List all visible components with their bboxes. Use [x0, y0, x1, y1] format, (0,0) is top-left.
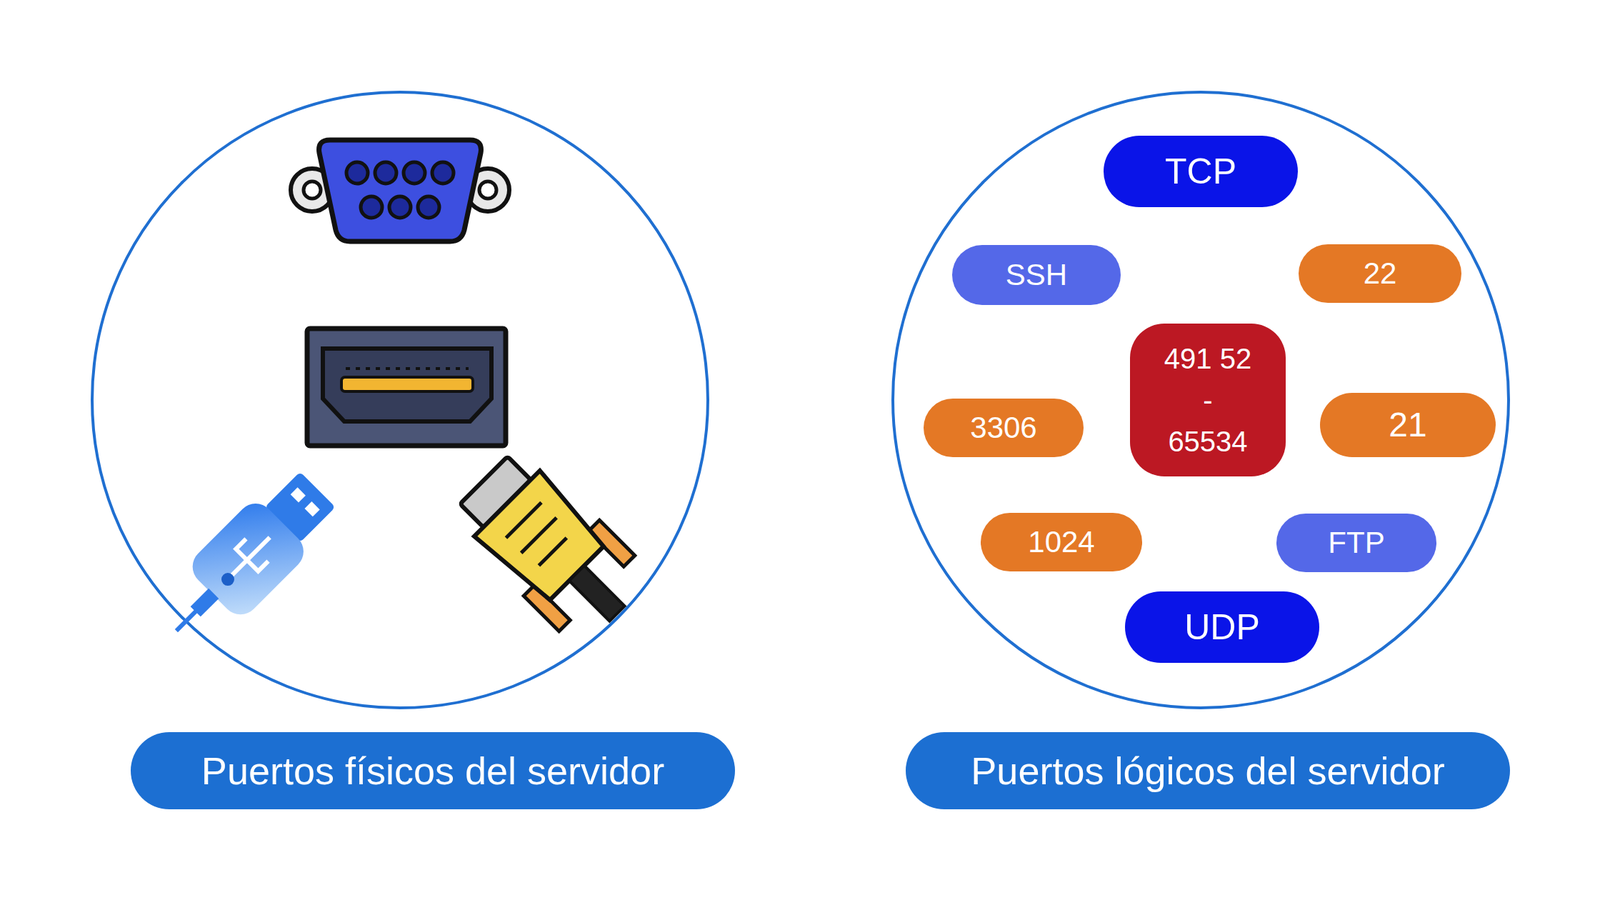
service-pill: FTP	[1276, 513, 1437, 573]
node-label: 1024	[1027, 524, 1095, 560]
service-pill: SSH	[952, 245, 1121, 305]
node-label: 491 52 - 65534	[1162, 337, 1254, 463]
port-number-pill: 22	[1298, 244, 1462, 303]
group-circle	[892, 92, 1509, 708]
node-label: Puertos lógicos del servidor	[970, 747, 1445, 795]
node-label: TCP	[1165, 150, 1237, 193]
caption-pill: Puertos lógicos del servidor	[905, 732, 1510, 810]
port-range-box: 491 52 - 65534	[1130, 323, 1286, 477]
vga-plug-icon	[445, 442, 655, 652]
node-label: FTP	[1327, 525, 1385, 561]
port-number-pill: 3306	[923, 398, 1084, 458]
node-label: 21	[1388, 404, 1427, 446]
port-number-pill: 1024	[980, 512, 1143, 572]
group-circle	[92, 92, 708, 708]
hdmi-port-icon	[307, 328, 506, 446]
node-label: UDP	[1184, 605, 1260, 649]
usb-icon	[148, 461, 346, 659]
protocol-pill: UDP	[1125, 591, 1320, 663]
node-label: Puertos físicos del servidor	[201, 747, 665, 795]
node-label: SSH	[1005, 257, 1068, 293]
node-label: 22	[1363, 255, 1398, 292]
node-label: 3306	[970, 410, 1037, 446]
caption-pill: Puertos físicos del servidor	[130, 732, 735, 810]
protocol-pill: TCP	[1103, 135, 1298, 208]
serial-port-icon	[290, 140, 510, 242]
port-number-pill: 21	[1320, 392, 1496, 458]
